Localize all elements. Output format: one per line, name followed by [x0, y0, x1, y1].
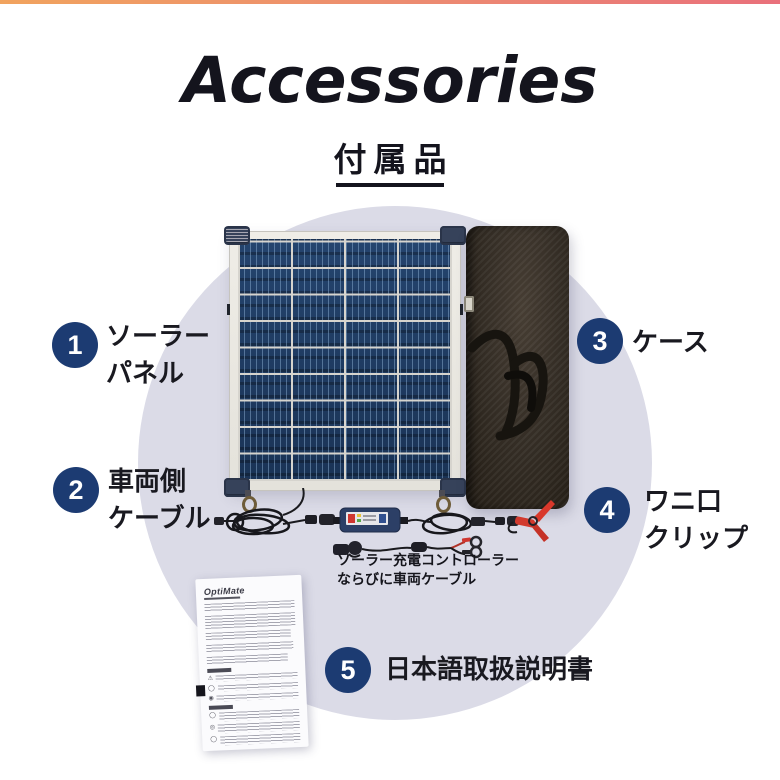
item-label-manual: 日本語取扱説明書: [385, 654, 594, 684]
cable-coil-right: [421, 512, 473, 535]
prohibition-icon: ◯: [210, 736, 218, 743]
alligator-clip: [507, 500, 555, 542]
manual-text-lines: [215, 672, 298, 682]
page-subtitle: 付属品: [0, 133, 780, 181]
manual-logo-underline: [204, 596, 241, 601]
solar-panel-illustration: [224, 226, 466, 513]
item-badge-3: 3: [577, 318, 623, 364]
cable-connector: [319, 514, 335, 525]
manual-text-lines: [204, 612, 296, 629]
manual-text-lines: [216, 692, 299, 702]
warning-icon: ◎: [209, 724, 216, 731]
manual-text-lines: [206, 641, 294, 653]
manual-text-lines: [218, 708, 300, 722]
panel-corner-clip: [440, 478, 466, 497]
item-label-vehicle-cable: 車両側 ケーブル: [108, 466, 211, 533]
charge-controller: [333, 507, 408, 533]
case-buckle: [464, 296, 474, 312]
panel-side-tab: [460, 304, 463, 315]
panel-corner-clip: [224, 478, 250, 497]
controller-caption: ソーラー充電コントローラー ならびに車両ケーブル: [337, 551, 519, 589]
manual-text-lines: [217, 682, 299, 692]
manual-section-heading: [208, 704, 233, 710]
cable-connector: [471, 517, 485, 526]
cables-illustration: [214, 488, 555, 559]
cable-connector: [495, 517, 505, 525]
controller-caption-line1: ソーラー充電コントローラー: [337, 552, 519, 568]
cable-coil-left: [225, 508, 291, 536]
cable-end-connector: [214, 517, 224, 525]
prohibition-icon: ◯: [209, 712, 217, 719]
vehicle-cable: [333, 535, 483, 559]
item-label-alligator-clip: ワニ口 クリップ: [644, 486, 749, 553]
manual-text-lines: [217, 720, 300, 734]
panel-corner-clip: [224, 226, 250, 245]
panel-hanging-hook: [436, 490, 451, 513]
manual-text-lines: [204, 600, 295, 613]
controller-caption-line2: ならびに車両ケーブル: [337, 570, 477, 587]
manual-section-heading: [207, 667, 232, 673]
manual-illustration: OptiMate ⚠ ◯ ◉ ◯ ◎ ◯: [195, 574, 309, 752]
manual-text-lines: [206, 653, 288, 665]
panel-side-tab: [227, 304, 230, 315]
manual-brand-logo: OptiMate: [203, 585, 245, 598]
solar-panel-cells: [238, 239, 452, 481]
item-badge-2: 2: [53, 467, 99, 513]
cable-connector: [305, 515, 317, 524]
warning-icon: ⚠: [207, 675, 214, 682]
case-handles: [467, 329, 548, 441]
prohibition-icon: ◯: [207, 685, 215, 692]
page-subtitle-text: 付属品: [333, 141, 454, 178]
top-gradient-bar: [0, 0, 780, 4]
mandatory-icon: ◉: [208, 695, 214, 702]
manual-text-lines: [219, 732, 301, 746]
item-label-solar-panel: ソーラー パネル: [106, 321, 211, 388]
carry-case-illustration: [464, 226, 569, 509]
item-badge-4: 4: [584, 487, 630, 533]
item-badge-1: 1: [52, 322, 98, 368]
manual-text-lines: [205, 629, 291, 641]
subtitle-underline: [336, 183, 444, 187]
page-title: Accessories: [182, 44, 598, 117]
item-badge-5: 5: [325, 647, 371, 693]
item-label-case: ケース: [632, 327, 709, 357]
manual-side-tab: [195, 685, 206, 697]
panel-corner-clip: [440, 226, 466, 245]
